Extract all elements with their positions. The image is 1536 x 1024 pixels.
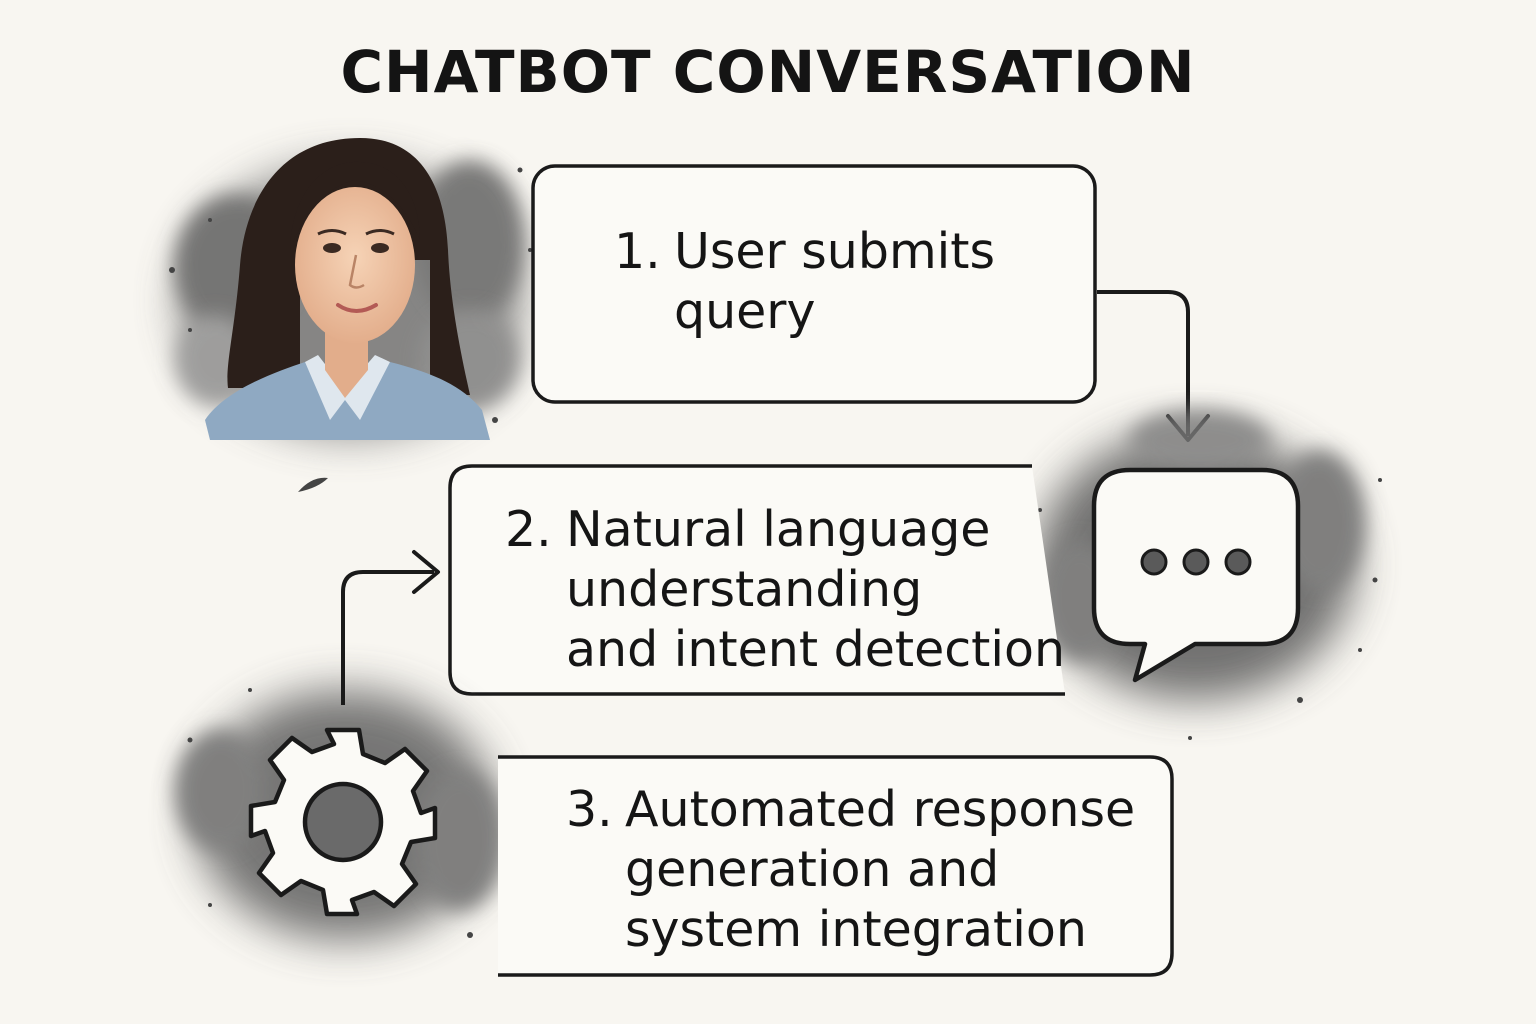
step-3-label: Automated response generation and system… bbox=[625, 781, 1136, 958]
connector-arrow-2 bbox=[341, 570, 434, 705]
page-title: CHATBOT CONVERSATION bbox=[340, 38, 1196, 106]
step-1-label: User submits query bbox=[674, 223, 996, 340]
chat-bubble-ellipsis-icon bbox=[1091, 467, 1301, 683]
step-2-label: Natural language understanding and inten… bbox=[566, 501, 1066, 678]
step-3-box bbox=[498, 755, 1174, 977]
connector-arrow-1 bbox=[1097, 290, 1190, 436]
gear-icon bbox=[248, 727, 438, 917]
step-1-box bbox=[531, 164, 1097, 404]
step-1-text: 1. User submits query bbox=[614, 222, 995, 342]
step-2-number: 2. bbox=[505, 501, 552, 558]
step-2-text: 2. Natural language understanding and in… bbox=[505, 500, 1065, 680]
step-3-number: 3. bbox=[566, 781, 613, 838]
person-portrait-icon bbox=[205, 138, 490, 440]
step-2-box bbox=[448, 464, 1065, 696]
step-3-text: 3. Automated response generation and sys… bbox=[566, 780, 1135, 960]
chat-ink-speckles bbox=[1038, 478, 1382, 740]
arrowhead-right-icon bbox=[412, 550, 440, 594]
step-1-number: 1. bbox=[614, 223, 661, 280]
